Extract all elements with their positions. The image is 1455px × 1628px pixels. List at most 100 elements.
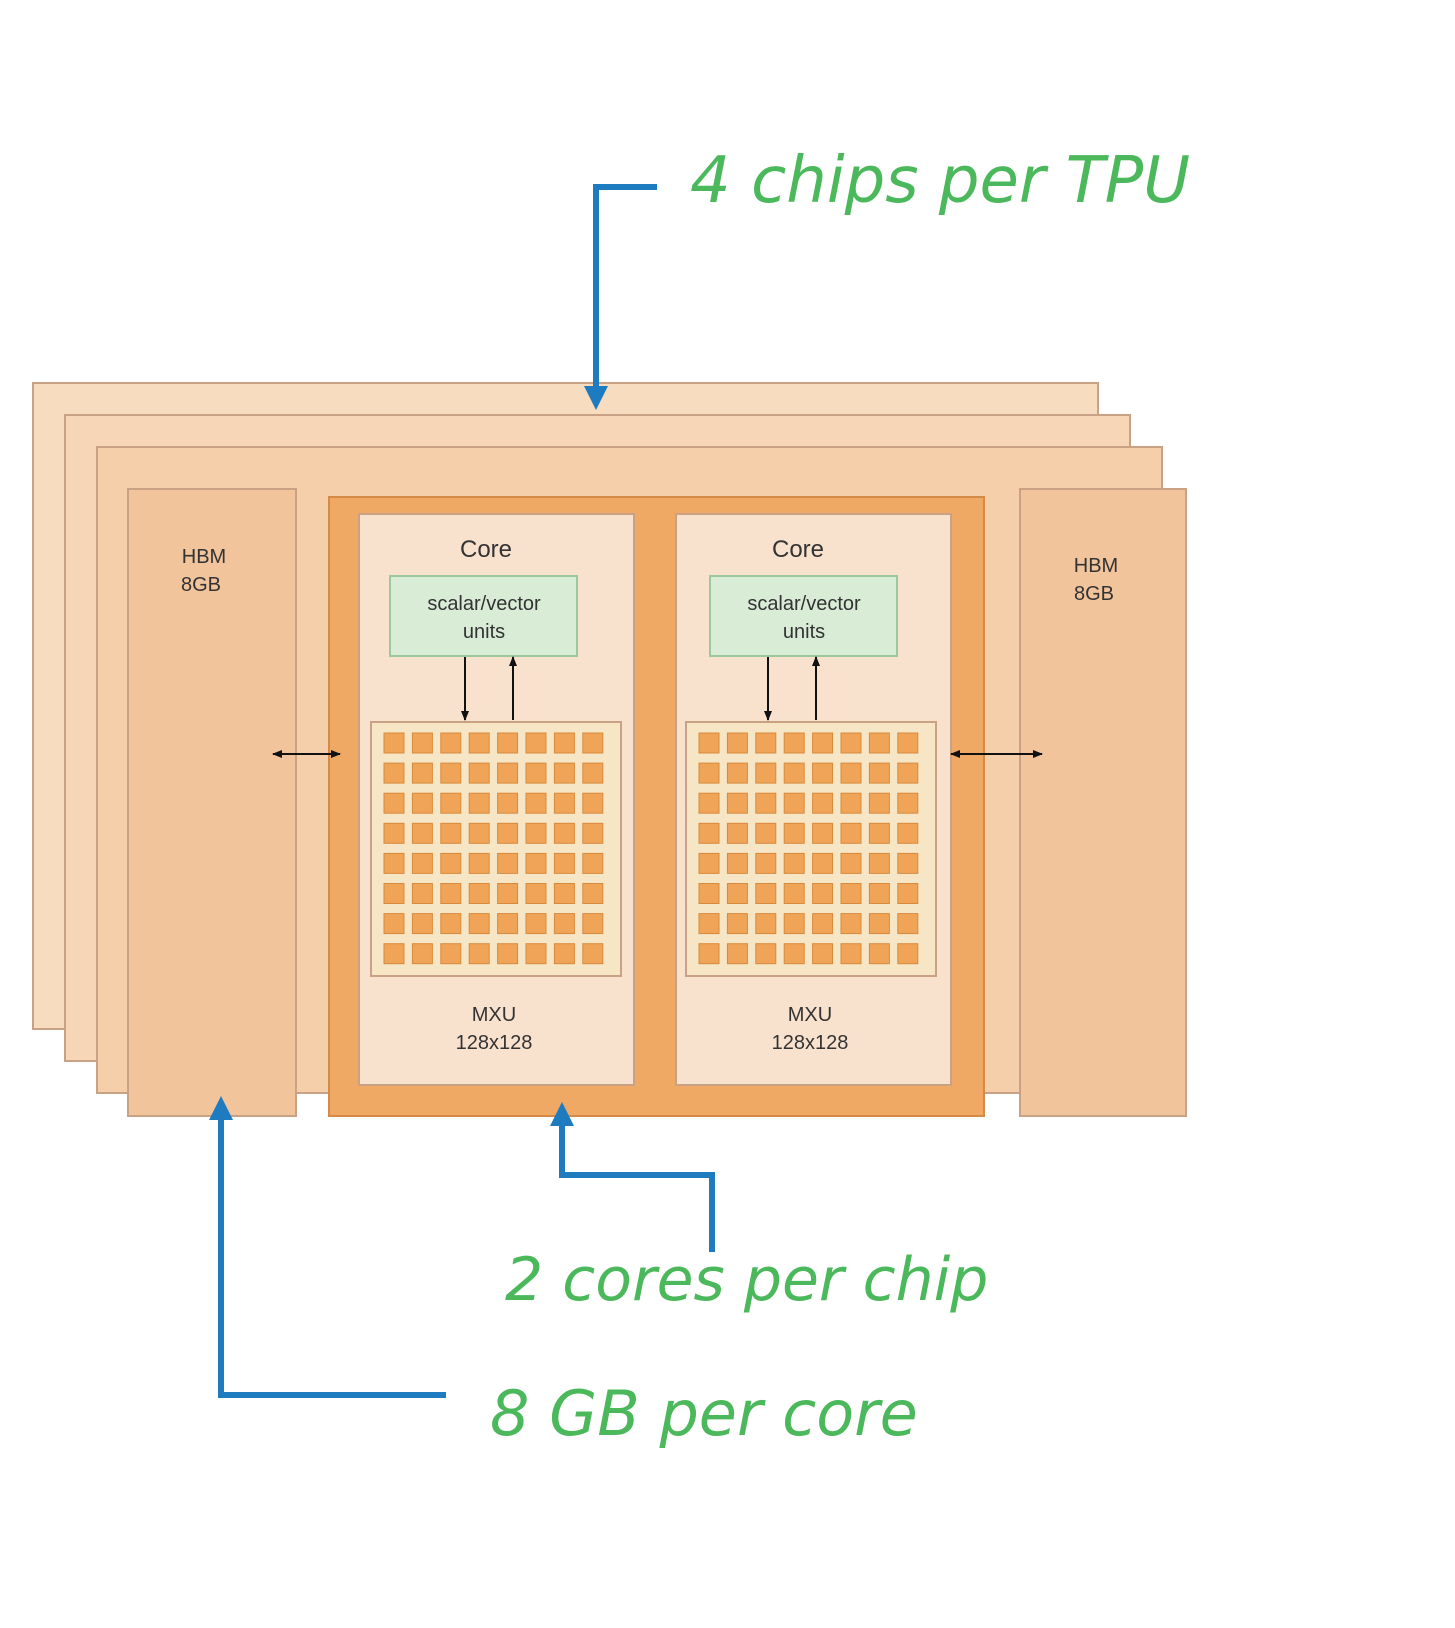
core-2-mxu-cell (726, 732, 748, 754)
core-2-unit-label-line1: scalar/vector (747, 593, 861, 615)
core-2-mxu-cell (897, 822, 919, 844)
core-2-mxu-cell (755, 913, 777, 935)
core-1: Core scalar/vector units MXU 128x128 (358, 513, 635, 1086)
core-2-mxu-cell (812, 762, 834, 784)
core-2-mxu-cell (726, 943, 748, 965)
core-2-mxu-cell (868, 792, 890, 814)
core-2-mxu-cell (755, 792, 777, 814)
core-2-mxu-cell (840, 762, 862, 784)
core-2-mxu-cell (783, 852, 805, 874)
core-1-mxu-cell (582, 792, 604, 814)
core-2-mxu-cell (726, 822, 748, 844)
core-2-mxu-cell (868, 913, 890, 935)
core-1-mxu-cell (525, 883, 547, 904)
cores-per-chip-callout: 2 cores per chip (505, 1245, 988, 1315)
memory-callout-arrow (209, 1096, 446, 1398)
core-2-mxu-cell (698, 732, 720, 754)
core-2-mxu-cell (840, 852, 862, 874)
core-2-mxu-cell (812, 852, 834, 874)
core-2-mxu-cell (698, 913, 720, 935)
core-1-mxu-cell (411, 913, 433, 935)
core-1-mxu-cell (553, 762, 575, 784)
core-1-mxu-cell (383, 762, 405, 784)
core-2: Core scalar/vector units MXU 128x128 (675, 513, 952, 1086)
core-1-scalar-vector-units (389, 575, 578, 657)
core-2-mxu-cell (783, 943, 805, 965)
core-1-mxu-cell (468, 762, 490, 784)
core-1-mxu-cell (411, 762, 433, 784)
core-2-mxu-cell (755, 822, 777, 844)
core-2-mxu-cell (755, 852, 777, 874)
core-1-mxu (370, 721, 622, 977)
core-1-mxu-cell (411, 732, 433, 754)
core-2-mxu-cell (698, 943, 720, 965)
core-2-mxu-cell (755, 762, 777, 784)
core-1-mxu-cell (468, 913, 490, 935)
core-1-mxu-cell (411, 792, 433, 814)
core-2-mxu-label-line2: 128x128 (772, 1032, 849, 1054)
hbm-right-label-line2: 8GB (1074, 583, 1114, 605)
core-1-mxu-cell (411, 943, 433, 965)
core-1-mxu-cell (582, 732, 604, 754)
hbm-left-box (127, 488, 297, 1117)
core-1-mxu-cell (440, 943, 462, 965)
core-1-mxu-cell (497, 732, 519, 754)
core-2-mxu-cell (897, 792, 919, 814)
core-2-mxu-cell (897, 762, 919, 784)
core-1-mxu-cell (383, 852, 405, 874)
core-1-mxu-label-line2: 128x128 (456, 1032, 533, 1054)
core-2-mxu-cell (783, 822, 805, 844)
core-1-mxu-cell (440, 883, 462, 904)
chips-callout-arrow (584, 184, 657, 410)
core-2-mxu-cell (840, 732, 862, 754)
core-1-mxu-cell (440, 762, 462, 784)
hbm-right-label-line1: HBM (1074, 555, 1118, 577)
core-2-mxu-cell (840, 913, 862, 935)
core-2-mxu-cell (783, 762, 805, 784)
core-2-mxu-cell (755, 732, 777, 754)
core-2-mxu-cell (698, 822, 720, 844)
core-1-mxu-cell (582, 913, 604, 935)
core-1-mxu-cell (468, 792, 490, 814)
core-1-mxu-cell (582, 943, 604, 965)
core-1-mxu-cell (468, 943, 490, 965)
hbm-right: HBM 8GB (1019, 488, 1187, 1117)
core-2-mxu-cell (698, 852, 720, 874)
core-1-mxu-cell (525, 792, 547, 814)
core-2-mxu-label-line1: MXU (788, 1004, 832, 1026)
core-1-mxu-label-line1: MXU (472, 1004, 516, 1026)
core-1-mxu-cell (383, 792, 405, 814)
core-2-mxu-cell (840, 792, 862, 814)
core-1-mxu-cell (497, 762, 519, 784)
core-2-mxu-cell (726, 852, 748, 874)
core-1-mxu-cell (525, 943, 547, 965)
core-2-mxu-cell (698, 762, 720, 784)
core-1-mxu-cell (383, 732, 405, 754)
core-2-mxu-cell (726, 913, 748, 935)
core-2-mxu-cell (897, 852, 919, 874)
core-2-mxu-cell (812, 732, 834, 754)
core-1-mxu-cell (497, 852, 519, 874)
core-1-mxu-cell (497, 822, 519, 844)
core-1-mxu-cell (525, 913, 547, 935)
core-1-mxu-cell (525, 762, 547, 784)
core-1-mxu-cell (440, 852, 462, 874)
core-1-mxu-cell (468, 732, 490, 754)
hbm-right-box (1019, 488, 1187, 1117)
core-2-mxu-cell (726, 762, 748, 784)
core-1-mxu-cell (383, 913, 405, 935)
core-1-unit-label-line2: units (463, 621, 505, 643)
core-2-mxu (685, 721, 937, 977)
core-1-mxu-cell (525, 852, 547, 874)
core-2-mxu-cell (783, 883, 805, 904)
core-2-mxu-cell (783, 792, 805, 814)
core-1-unit-label-line1: scalar/vector (427, 593, 541, 615)
core-1-mxu-cell (497, 883, 519, 904)
core-1-mxu-cell (553, 943, 575, 965)
core-2-mxu-cell (783, 732, 805, 754)
core-2-mxu-cell (726, 792, 748, 814)
core-2-title: Core (772, 536, 824, 563)
core-1-mxu-cell (582, 762, 604, 784)
core-2-mxu-cell (783, 913, 805, 935)
